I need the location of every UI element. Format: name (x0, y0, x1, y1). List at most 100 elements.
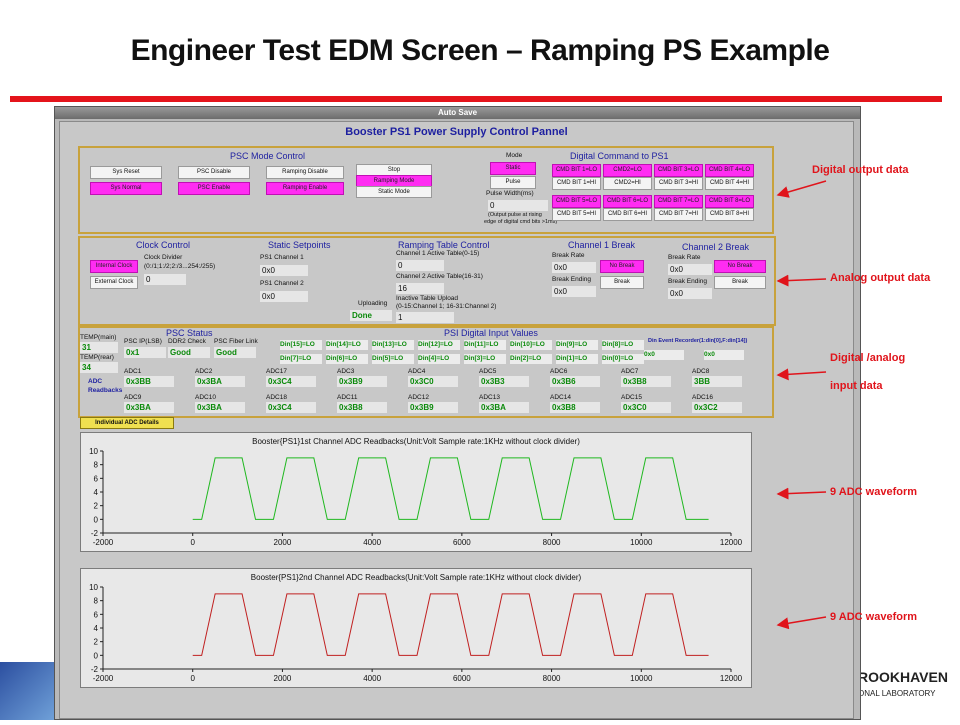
y-tick-label: 2 (94, 638, 99, 647)
adc-value: 0x3B3 (479, 376, 529, 387)
psc-ip-value: 0x1 (124, 347, 166, 358)
edm-window: Auto Save Booster PS1 Power Supply Contr… (54, 106, 861, 720)
x-tick-label: 8000 (543, 674, 561, 683)
ch1-active-table-field[interactable]: 0 (396, 260, 444, 271)
x-tick-label: 12000 (720, 538, 743, 547)
title-rule (10, 96, 942, 102)
adc-waveform-plot-2: Booster{PS1}2nd Channel ADC Readbacks(Un… (80, 568, 752, 688)
psc-disable-button[interactable]: PSC Disable (178, 166, 250, 179)
psc-ip-label: PSC IP(LSB) (124, 338, 162, 345)
x-tick-label: 6000 (453, 538, 471, 547)
cmd-bit-button[interactable]: CMD BIT 1=HI (552, 177, 601, 190)
adc-label: ADC9 (124, 394, 142, 401)
ch2-break-rate-label: Break Rate (668, 254, 701, 261)
ch1-active-table-label: Channel 1 Active Table(0-15) (396, 250, 480, 257)
annotation-dig-analog-input-1: Digital /analog (830, 352, 906, 364)
cmd-bit-button[interactable]: CMD BIT 7=HI (654, 208, 703, 221)
ramping-disable-button[interactable]: Ramping Disable (266, 166, 344, 179)
cmd-bit-button[interactable]: CMD BIT 4=LO (705, 164, 754, 177)
pulse-note-1: (Output pulse at rising (488, 212, 542, 218)
external-clock-button[interactable]: External Clock (90, 276, 138, 289)
din-value: Din[8]=LO (602, 340, 644, 350)
ch1-no-break-button[interactable]: No Break (600, 260, 644, 273)
y-tick-label: 10 (89, 447, 98, 456)
ps1-ch1-field[interactable]: 0x0 (260, 265, 308, 276)
cmd-bit-button[interactable]: CMD BIT 1=LO (552, 164, 601, 177)
ch2-break-ending-field[interactable]: 0x0 (668, 288, 712, 299)
pulse-width-field[interactable]: 0 (488, 200, 548, 211)
temp-rear-label: TEMP(rear) (80, 354, 114, 361)
din-value: Din[12]=LO (418, 340, 460, 350)
x-tick-label: 6000 (453, 674, 471, 683)
sys-normal-button[interactable]: Sys Normal (90, 182, 162, 195)
individual-adc-details-button[interactable]: Individual ADC Details (80, 417, 174, 429)
adc-value: 0x3B8 (337, 402, 387, 413)
cmd-bit-button[interactable]: CMD BIT 4=HI (705, 177, 754, 190)
din-recorder-label: Din Event Recorder(1:din[0],F:din[14]) (648, 338, 748, 344)
x-tick-label: 10000 (630, 674, 653, 683)
cmd-bit-button[interactable]: CMD BIT 8=HI (705, 208, 754, 221)
mode-static-button[interactable]: Static (490, 162, 536, 175)
svg-text:ROOKHAVEN: ROOKHAVEN (858, 669, 948, 685)
annotation-wave-1: 9 ADC waveform (830, 486, 918, 498)
cmd-bit-button[interactable]: CMD BIT 8=LO (705, 195, 754, 208)
adc-label: ADC10 (195, 394, 216, 401)
din-value: Din[14]=LO (326, 340, 368, 350)
x-tick-label: 4000 (363, 538, 381, 547)
slide-title: Engineer Test EDM Screen – Ramping PS Ex… (130, 34, 830, 67)
x-tick-label: -2000 (93, 674, 114, 683)
adc-label: ADC18 (266, 394, 287, 401)
sys-reset-button[interactable]: Sys Reset (90, 166, 162, 179)
ch2-break-ending-label: Break Ending (668, 278, 708, 285)
ch1-break-ending-field[interactable]: 0x0 (552, 286, 596, 297)
adc-label: ADC5 (479, 368, 497, 375)
static-mode-button[interactable]: Static Mode (356, 186, 432, 198)
temp-rear-value: 34 (80, 362, 118, 373)
ch2-break-button[interactable]: Break (714, 276, 766, 289)
y-tick-label: 8 (94, 597, 99, 606)
x-tick-label: 2000 (274, 538, 292, 547)
cmd-bit-button[interactable]: CMD BIT 7=LO (654, 195, 703, 208)
din-value: Din[6]=LO (326, 354, 368, 364)
mode-pulse-button[interactable]: Pulse (490, 176, 536, 189)
ch1-break-button[interactable]: Break (600, 276, 644, 289)
din-value: Din[9]=LO (556, 340, 598, 350)
clock-divider-label: Clock Divider (144, 254, 183, 261)
arrow-analog-output (776, 274, 827, 287)
clock-divider-field[interactable]: 0 (144, 274, 186, 285)
ddr2-value: Good (168, 347, 210, 358)
y-tick-label: -2 (91, 529, 99, 538)
adc-label: ADC8 (692, 368, 710, 375)
ch2-active-table-field[interactable]: 16 (396, 283, 444, 294)
waveform-line (192, 457, 709, 520)
output-panel (78, 146, 774, 234)
cmd-bit-button[interactable]: CMD2=LO (603, 164, 652, 177)
din-value: Din[5]=LO (372, 354, 414, 364)
temp-main-label: TEMP(main) (80, 334, 117, 341)
cmd-bit-button[interactable]: CMD BIT 3=HI (654, 177, 703, 190)
ch2-no-break-button[interactable]: No Break (714, 260, 766, 273)
cmd-bit-button[interactable]: CMD BIT 6=LO (603, 195, 652, 208)
internal-clock-button[interactable]: Internal Clock (90, 260, 138, 273)
ps1-ch2-field[interactable]: 0x0 (260, 291, 308, 302)
ramping-enable-button[interactable]: Ramping Enable (266, 182, 344, 195)
ch2-break-rate-field[interactable]: 0x0 (668, 264, 712, 275)
adc-value: 0x3C2 (692, 402, 742, 413)
arrow-input-data (776, 368, 827, 381)
static-setpoints-title: Static Setpoints (268, 240, 331, 250)
inactive-upload-field[interactable]: 1 (396, 312, 454, 323)
ch1-break-rate-field[interactable]: 0x0 (552, 262, 596, 273)
uploading-label: Uploading (358, 300, 388, 307)
din-value: Din[11]=LO (464, 340, 506, 350)
cmd-bit-button[interactable]: CMD BIT 5=HI (552, 208, 601, 221)
cmd-bit-button[interactable]: CMD BIT 3=LO (654, 164, 703, 177)
psc-enable-button[interactable]: PSC Enable (178, 182, 250, 195)
cmd-bit-button[interactable]: CMD BIT 6=HI (603, 208, 652, 221)
arrow-digital-output (776, 180, 827, 198)
cmd-bit-button[interactable]: CMD BIT 5=LO (552, 195, 601, 208)
annotation-digital-output: Digital output data (812, 164, 909, 176)
cmd-bit-button[interactable]: CMD2=HI (603, 177, 652, 190)
psc-status-title: PSC Status (166, 328, 213, 338)
